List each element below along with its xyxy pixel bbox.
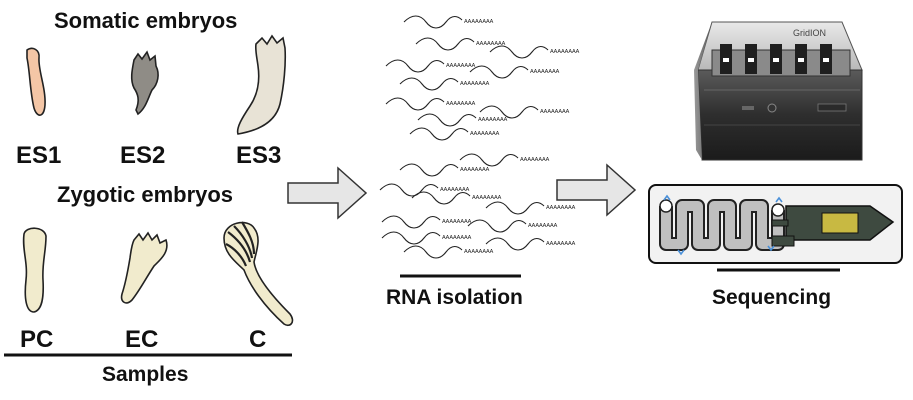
rna-strand — [485, 237, 545, 251]
poly-a-tail-label: AAAAAAAA — [470, 131, 500, 137]
zygotic-embryos-heading: Zygotic embryos — [57, 182, 234, 207]
rna-strand — [399, 163, 459, 177]
rna-strand — [469, 65, 529, 79]
poly-a-tail-label: AAAAAAAA — [540, 109, 570, 115]
rna-strand — [381, 231, 441, 245]
poly-a-tail-label: AAAAAAAA — [442, 235, 472, 241]
ec-embryo-illustration — [120, 231, 168, 304]
poly-a-tail-label: AAAAAAAA — [478, 117, 508, 123]
poly-a-tail-label: AAAAAAAA — [550, 49, 580, 55]
sample-label-ec: EC — [125, 326, 159, 353]
rna-strand — [379, 183, 439, 197]
poly-a-tail-label: AAAAAAAA — [476, 41, 506, 47]
samples-caption: Samples — [102, 363, 189, 386]
rna-strand — [411, 191, 471, 205]
rna-strand — [479, 105, 539, 119]
es1-embryo-illustration — [26, 47, 46, 116]
rna-strand — [415, 37, 475, 51]
poly-a-tail-label: AAAAAAAA — [520, 157, 550, 163]
rna-strand — [489, 45, 549, 59]
sample-label-es2: ES2 — [120, 142, 166, 169]
es2-embryo-illustration — [130, 50, 159, 116]
poly-a-tail-label: AAAAAAAA — [440, 187, 470, 193]
sequencing-caption: Sequencing — [712, 286, 832, 309]
poly-a-tail-label: AAAAAAAA — [460, 81, 490, 87]
poly-a-tail-label: AAAAAAAA — [528, 223, 558, 229]
arrow-to-rna-isolation — [287, 166, 368, 220]
poly-a-tail-label: AAAAAAAA — [446, 63, 476, 69]
poly-a-tail-label: AAAAAAAA — [464, 249, 494, 255]
poly-a-tail-label: AAAAAAAA — [472, 195, 502, 201]
somatic-embryos-heading: Somatic embryos — [54, 8, 238, 33]
rna-strand — [403, 15, 463, 29]
poly-a-tail-label: AAAAAAAA — [442, 219, 472, 225]
poly-a-tail-label: AAAAAAAA — [464, 19, 494, 25]
sample-label-es1: ES1 — [16, 142, 62, 169]
es3-embryo-illustration — [236, 34, 287, 135]
arrow-to-sequencing — [556, 163, 637, 217]
sample-label-c: C — [249, 326, 267, 353]
rna-strand — [381, 215, 441, 229]
rna-strand — [485, 201, 545, 215]
poly-a-tail-label: AAAAAAAA — [546, 205, 576, 211]
rna-molecules: AAAAAAAAAAAAAAAAAAAAAAAAAAAAAAAAAAAAAAAA… — [379, 15, 580, 259]
svg-text:GridION: GridION — [793, 28, 826, 38]
gridion-sequencer-illustration: GridION — [694, 21, 863, 161]
poly-a-tail-label: AAAAAAAA — [530, 69, 560, 75]
poly-a-tail-label: AAAAAAAA — [446, 101, 476, 107]
rna-strand — [467, 219, 527, 233]
poly-a-tail-label: AAAAAAAA — [546, 241, 576, 247]
rna-strand — [459, 153, 519, 167]
rna-strand — [385, 97, 445, 111]
pc-embryo-illustration — [22, 227, 47, 313]
rna-strand — [399, 77, 459, 91]
sample-label-pc: PC — [20, 326, 54, 353]
c-embryo-illustration — [223, 221, 294, 327]
rna-strand — [403, 245, 463, 259]
flow-cell-illustration — [648, 184, 903, 264]
rna-strand — [417, 113, 477, 127]
rna-isolation-caption: RNA isolation — [386, 286, 523, 309]
rna-strand — [385, 59, 445, 73]
sample-label-es3: ES3 — [236, 142, 282, 169]
rna-strand — [409, 127, 469, 141]
poly-a-tail-label: AAAAAAAA — [460, 167, 490, 173]
